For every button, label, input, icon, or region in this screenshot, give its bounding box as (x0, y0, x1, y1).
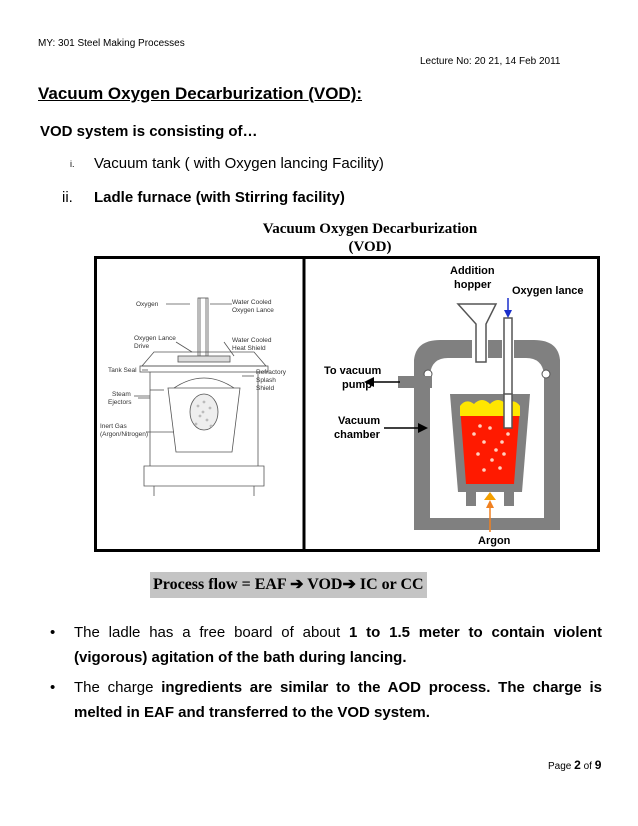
flow-equals: = (241, 576, 251, 593)
label-refractory-1: Refractory (256, 369, 287, 376)
header-lecture: Lecture No: 20 21, 14 Feb 2011 (420, 56, 561, 67)
bullet-1-bold: 1 to 1.5 meter to contain violent (vigor… (74, 624, 602, 666)
bullet-icon: • (50, 624, 56, 641)
label-steam-1: Steam (112, 391, 131, 398)
footer-page-number: 2 (574, 758, 581, 772)
label-heat-shield-1: Water Cooled (232, 337, 272, 344)
label-steam-2: Ejectors (108, 399, 132, 406)
label-to-vacuum-2: pump (342, 379, 372, 391)
label-addition-1: Addition (450, 265, 495, 277)
addition-hopper (456, 303, 498, 363)
section-subtitle: VOD system is consisting of… (40, 123, 258, 140)
label-inert-1: Inert Gas (100, 423, 127, 430)
label-heat-shield-2: Heat Shield (232, 345, 266, 352)
figure-title-line2: (VOD) (348, 239, 392, 255)
flow-label: Process flow (153, 576, 238, 593)
right-labels: Addition hopper Oxygen lance To vacuum p… (324, 265, 584, 547)
flow-eaf: EAF (254, 576, 287, 593)
argon-plug (484, 492, 496, 500)
label-water-cooled-2: Oxygen Lance (232, 307, 274, 314)
page-title: Vacuum Oxygen Decarburization (VOD): (38, 84, 363, 103)
flow-vod: VOD (307, 576, 343, 593)
label-refractory-2: Splash (256, 377, 276, 384)
header-course: MY: 301 Steel Making Processes (38, 38, 185, 49)
figure-title: Vacuum Oxygen Decarburization (VOD) (250, 220, 490, 256)
footer-of: of (583, 761, 592, 772)
left-labels: Oxygen Water Cooled Oxygen Lance Oxygen … (100, 299, 287, 438)
label-argon: Argon (478, 535, 511, 547)
bubbles (472, 424, 510, 472)
bullet-text-2: The charge ingredients are similar to th… (74, 675, 602, 725)
footer-page-total: 9 (594, 758, 602, 772)
figure-title-line1: Vacuum Oxygen Decarburization (262, 221, 478, 237)
vod-schematic-left (134, 297, 269, 496)
label-lance-drive-1: Oxygen Lance (134, 335, 176, 342)
arrow-icon: ➔ (290, 576, 304, 593)
label-refractory-3: Shield (256, 385, 274, 392)
bullet-text-1: The ladle has a free board of about 1 to… (74, 620, 602, 670)
label-water-cooled-1: Water Cooled (232, 299, 272, 306)
label-oxygen-lance: Oxygen lance (512, 285, 584, 297)
list-number-2: ii. (62, 189, 73, 206)
figure-frame (94, 256, 600, 552)
label-tank-seal: Tank Seal (108, 367, 137, 374)
label-inert-2: (Argon/Nitrogen) (100, 431, 148, 438)
bullet-icon: • (50, 679, 56, 696)
page-footer: Page 2 of 9 (548, 758, 601, 772)
bullet-2-plain: The charge (74, 679, 162, 696)
list-number-1: i. (70, 159, 75, 169)
list-item-1: Vacuum tank ( with Oxygen lancing Facili… (94, 155, 384, 172)
bullet-2-bold: ingredients are similar to the AOD proce… (74, 679, 602, 721)
list-item-2: Ladle furnace (with Stirring facility) (94, 189, 345, 206)
arrow-icon: ➔ (342, 576, 356, 593)
label-addition-2: hopper (454, 279, 492, 291)
process-flow: Process flow = EAF ➔ VOD➔ IC or CC (150, 572, 427, 598)
bullet-1-plain: The ladle has a free board of about (74, 624, 349, 641)
vod-figure: Oxygen Water Cooled Oxygen Lance Oxygen … (94, 256, 600, 552)
label-lance-drive-2: Drive (134, 343, 150, 350)
flow-end: IC or CC (359, 576, 424, 593)
label-vacuum-1: Vacuum (338, 415, 380, 427)
vod-diagram-right (364, 298, 560, 532)
footer-page-word: Page (548, 761, 572, 772)
label-to-vacuum-1: To vacuum (324, 365, 381, 377)
label-vacuum-2: chamber (334, 429, 381, 441)
label-oxygen: Oxygen (136, 301, 159, 308)
